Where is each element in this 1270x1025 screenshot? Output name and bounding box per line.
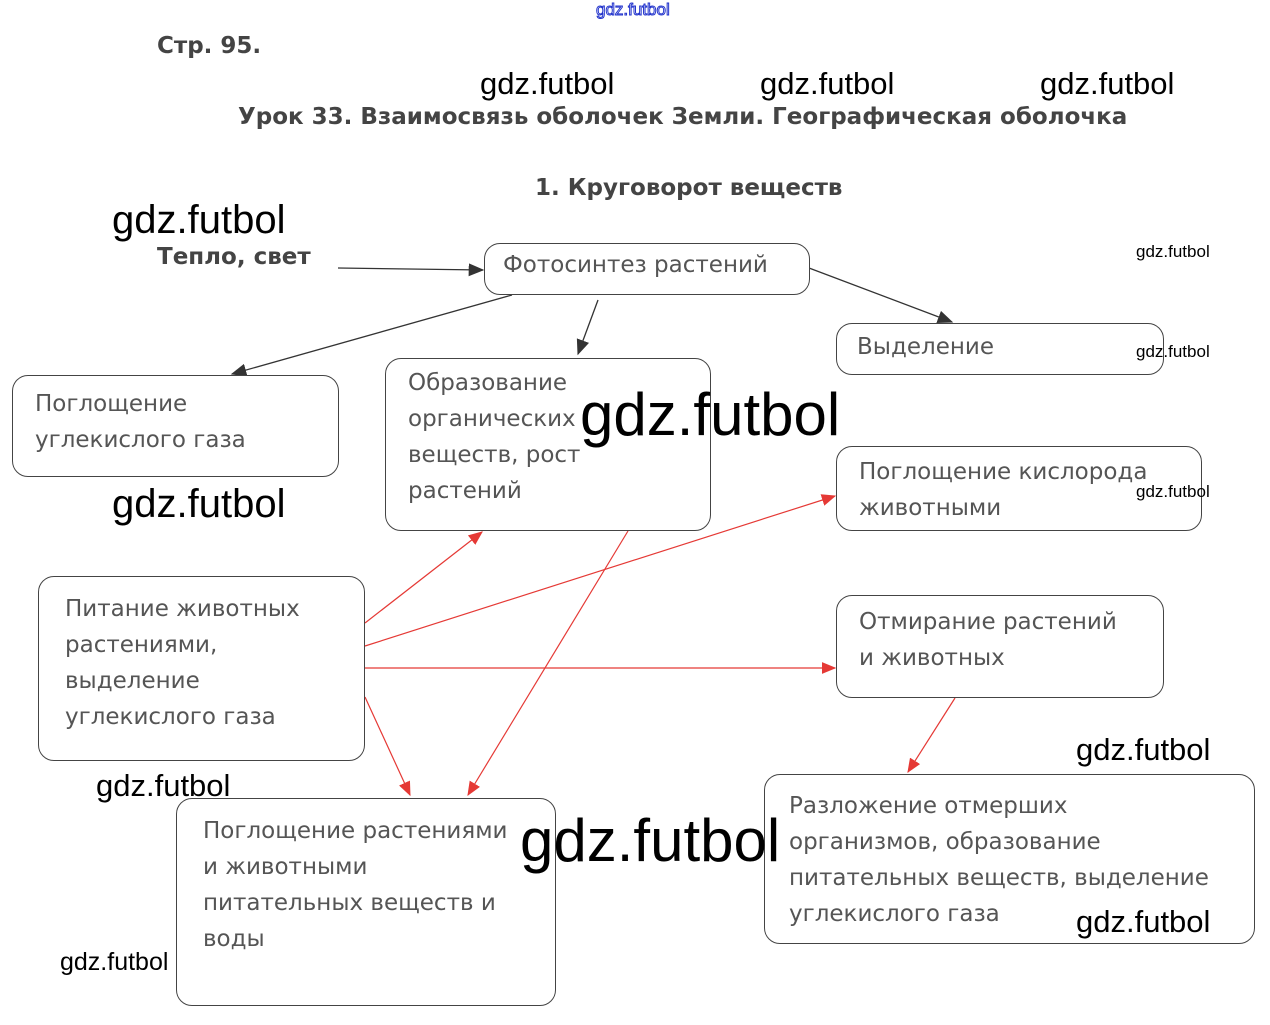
box-line: Разложение отмерших <box>789 793 1068 819</box>
arrow-organic-to-nutrients <box>467 530 629 797</box>
box-line: Поглощение кислорода <box>859 459 1148 485</box>
box-oxygen-absorption: Поглощение кислорода животными <box>836 446 1202 531</box>
box-line: Отмирание растений <box>859 609 1117 635</box>
watermark: gdz.futbol <box>580 381 841 448</box>
arrow-death-to-decomposition <box>907 697 956 774</box>
box-line: питательных веществ и <box>203 890 496 916</box>
arrow-feeding-to-oxygen <box>364 494 837 647</box>
box-line: и животными <box>203 854 368 880</box>
arrow-photosynthesis-to-release <box>808 267 954 324</box>
watermark: gdz.futbol <box>1076 732 1211 767</box>
box-line: веществ, рост <box>408 442 581 468</box>
box-line: углекислого газа <box>35 427 246 453</box>
arrow-heat-to-photosynthesis <box>337 263 485 277</box>
watermark: gdz.futbol <box>760 66 895 101</box>
box-line: углекислого газа <box>65 704 276 730</box>
box-line: воды <box>203 926 265 952</box>
box-release: Выделение <box>836 323 1164 375</box>
watermark: gdz.futbol <box>60 948 169 976</box>
watermark-top: gdz.futbol <box>596 0 671 20</box>
watermark: gdz.futbol <box>96 768 231 803</box>
watermark: gdz.futbol <box>1136 342 1210 361</box>
watermark: gdz.futbol <box>112 482 286 526</box>
arrow-feeding-to-nutrients <box>364 696 411 797</box>
watermark: gdz.futbol <box>112 198 286 242</box>
box-co2-absorption: Поглощение углекислого газа <box>12 375 339 477</box>
box-line: Поглощение <box>35 391 188 417</box>
box-line: и животных <box>859 645 1005 671</box>
arrow-photosynthesis-to-co2 <box>230 294 513 377</box>
box-death: Отмирание растений и животных <box>836 595 1164 698</box>
watermark: gdz.futbol <box>1136 482 1210 501</box>
watermark: gdz.futbol <box>1136 242 1210 261</box>
section-title: 1. Круговорот веществ <box>535 175 843 201</box>
lesson-title: Урок 33. Взаимосвязь оболочек Земли. Гео… <box>238 104 1128 130</box>
box-line: растений <box>408 478 522 504</box>
watermark: gdz.futbol <box>1040 66 1175 101</box>
box-animal-feeding: Питание животных растениями, выделение у… <box>38 576 365 761</box>
box-organic-formation: Образование органических веществ, рост р… <box>385 358 711 531</box>
box-line: Питание животных <box>65 596 300 622</box>
watermark: gdz.futbol <box>480 66 615 101</box>
arrow-photosynthesis-to-organic <box>576 299 599 356</box>
box-text: Выделение <box>857 334 994 360</box>
box-nutrient-absorption: Поглощение растениями и животными питате… <box>176 798 556 1006</box>
box-line: Образование <box>408 370 568 396</box>
input-label: Тепло, свет <box>157 244 311 270</box>
box-line: питательных веществ, выделение <box>789 865 1209 891</box>
page-number: Стр. 95. <box>157 33 262 59</box>
box-line: организмов, образование <box>789 829 1101 855</box>
box-text: Фотосинтез растений <box>503 252 768 278</box>
arrow-feeding-to-organic <box>364 531 483 624</box>
box-photosynthesis: Фотосинтез растений <box>484 243 810 295</box>
box-line: выделение <box>65 668 200 694</box>
box-line: растениями, <box>65 632 218 658</box>
watermark: gdz.futbol <box>520 807 781 874</box>
box-line: органических <box>408 406 576 432</box>
box-line: Поглощение растениями <box>203 818 508 844</box>
watermark: gdz.futbol <box>1076 904 1211 939</box>
box-line: углекислого газа <box>789 901 1000 927</box>
box-line: животными <box>859 495 1002 521</box>
box-decomposition: Разложение отмерших организмов, образова… <box>764 774 1255 944</box>
